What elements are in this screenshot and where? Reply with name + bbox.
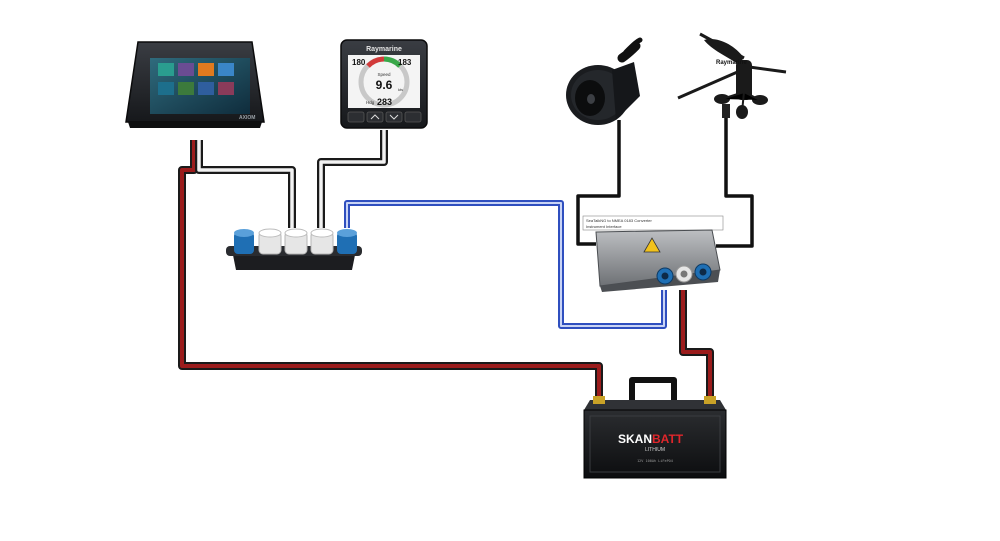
backbone-port-white-2[interactable] — [284, 228, 308, 255]
instrument-top-right-value: 183 — [398, 58, 412, 67]
sonar-icon[interactable] — [178, 63, 194, 76]
sensor-cable-wind — [716, 116, 754, 248]
data-cable-backbone-converter — [344, 200, 667, 329]
converter-label-line2: Instrument Interface — [586, 224, 622, 229]
battery-handle — [629, 377, 677, 404]
instrument-display: Raymarine 180 183 Speed 9.6 kts Hdg 283 — [340, 39, 428, 129]
instrument-center-label: Speed — [377, 72, 391, 77]
battery-brand-part1: SKAN — [618, 432, 652, 446]
battery-terminal-negative — [593, 396, 605, 404]
camera-icon[interactable] — [218, 63, 234, 76]
battery-spec-line: 12V 100Ah LiFePO4 — [637, 459, 673, 463]
wind-sensor-brand-label: Raymarine — [716, 60, 747, 66]
battery-icon: SKAN BATT LITHIUM 12V 100Ah LiFePO4 — [583, 377, 727, 479]
instrument-top-left-value: 180 — [352, 58, 366, 67]
instrument-button-up[interactable] — [366, 111, 384, 123]
settings-icon[interactable] — [178, 82, 194, 95]
mfd-brand-label: AXIOM — [239, 115, 255, 121]
transducer-icon — [566, 37, 643, 125]
sensor-cable-transducer — [576, 120, 621, 246]
instrument-button-down[interactable] — [385, 111, 403, 123]
converter-label-plate — [582, 215, 724, 231]
backbone-port-blue-right[interactable] — [337, 229, 357, 254]
backbone-port-blue-left[interactable] — [234, 229, 254, 254]
power-cable-mfd-battery — [178, 140, 603, 398]
battery-brand-part2: BATT — [652, 432, 684, 446]
mfd-app-tiles — [158, 63, 234, 95]
backbone-port-white-1[interactable] — [258, 228, 282, 255]
network-cable-instrument-backbone — [317, 130, 388, 228]
radar-icon[interactable] — [198, 63, 214, 76]
instrument-button-4[interactable] — [404, 111, 422, 123]
battery-terminal-positive — [704, 396, 716, 404]
autopilot-icon[interactable] — [198, 82, 214, 95]
converter-box-icon: SeaTalkNG to NMEA 0183 Converter Instrum… — [582, 215, 724, 292]
backbone-port-white-3[interactable] — [310, 228, 334, 255]
instrument-center-value: 9.6 — [376, 78, 393, 92]
instrument-brand-label: Raymarine — [366, 46, 402, 53]
backbone-connector-icon — [226, 228, 362, 270]
chevron-up-icon — [370, 114, 380, 120]
wind-vane-icon: Raymarine — [677, 32, 787, 119]
network-cable-mfd-backbone — [195, 140, 296, 228]
power-cable-converter-battery — [679, 290, 714, 398]
instrument-center-unit: kts — [398, 87, 403, 92]
fishfinder-icon[interactable] — [218, 82, 234, 95]
converter-label-line1: SeaTalkNG to NMEA 0183 Converter — [586, 218, 652, 223]
multifunction-display: AXIOM — [125, 41, 265, 128]
battery-subtitle: LITHIUM — [645, 447, 665, 453]
instrument-bottom-value: 283 — [377, 97, 392, 107]
chevron-down-icon — [389, 114, 399, 120]
chart-icon[interactable] — [158, 63, 174, 76]
instrument-button-1[interactable] — [347, 111, 365, 123]
warning-icon — [643, 237, 661, 253]
instrument-bottom-label: Hdg — [366, 100, 375, 105]
apps-icon[interactable] — [158, 82, 174, 95]
